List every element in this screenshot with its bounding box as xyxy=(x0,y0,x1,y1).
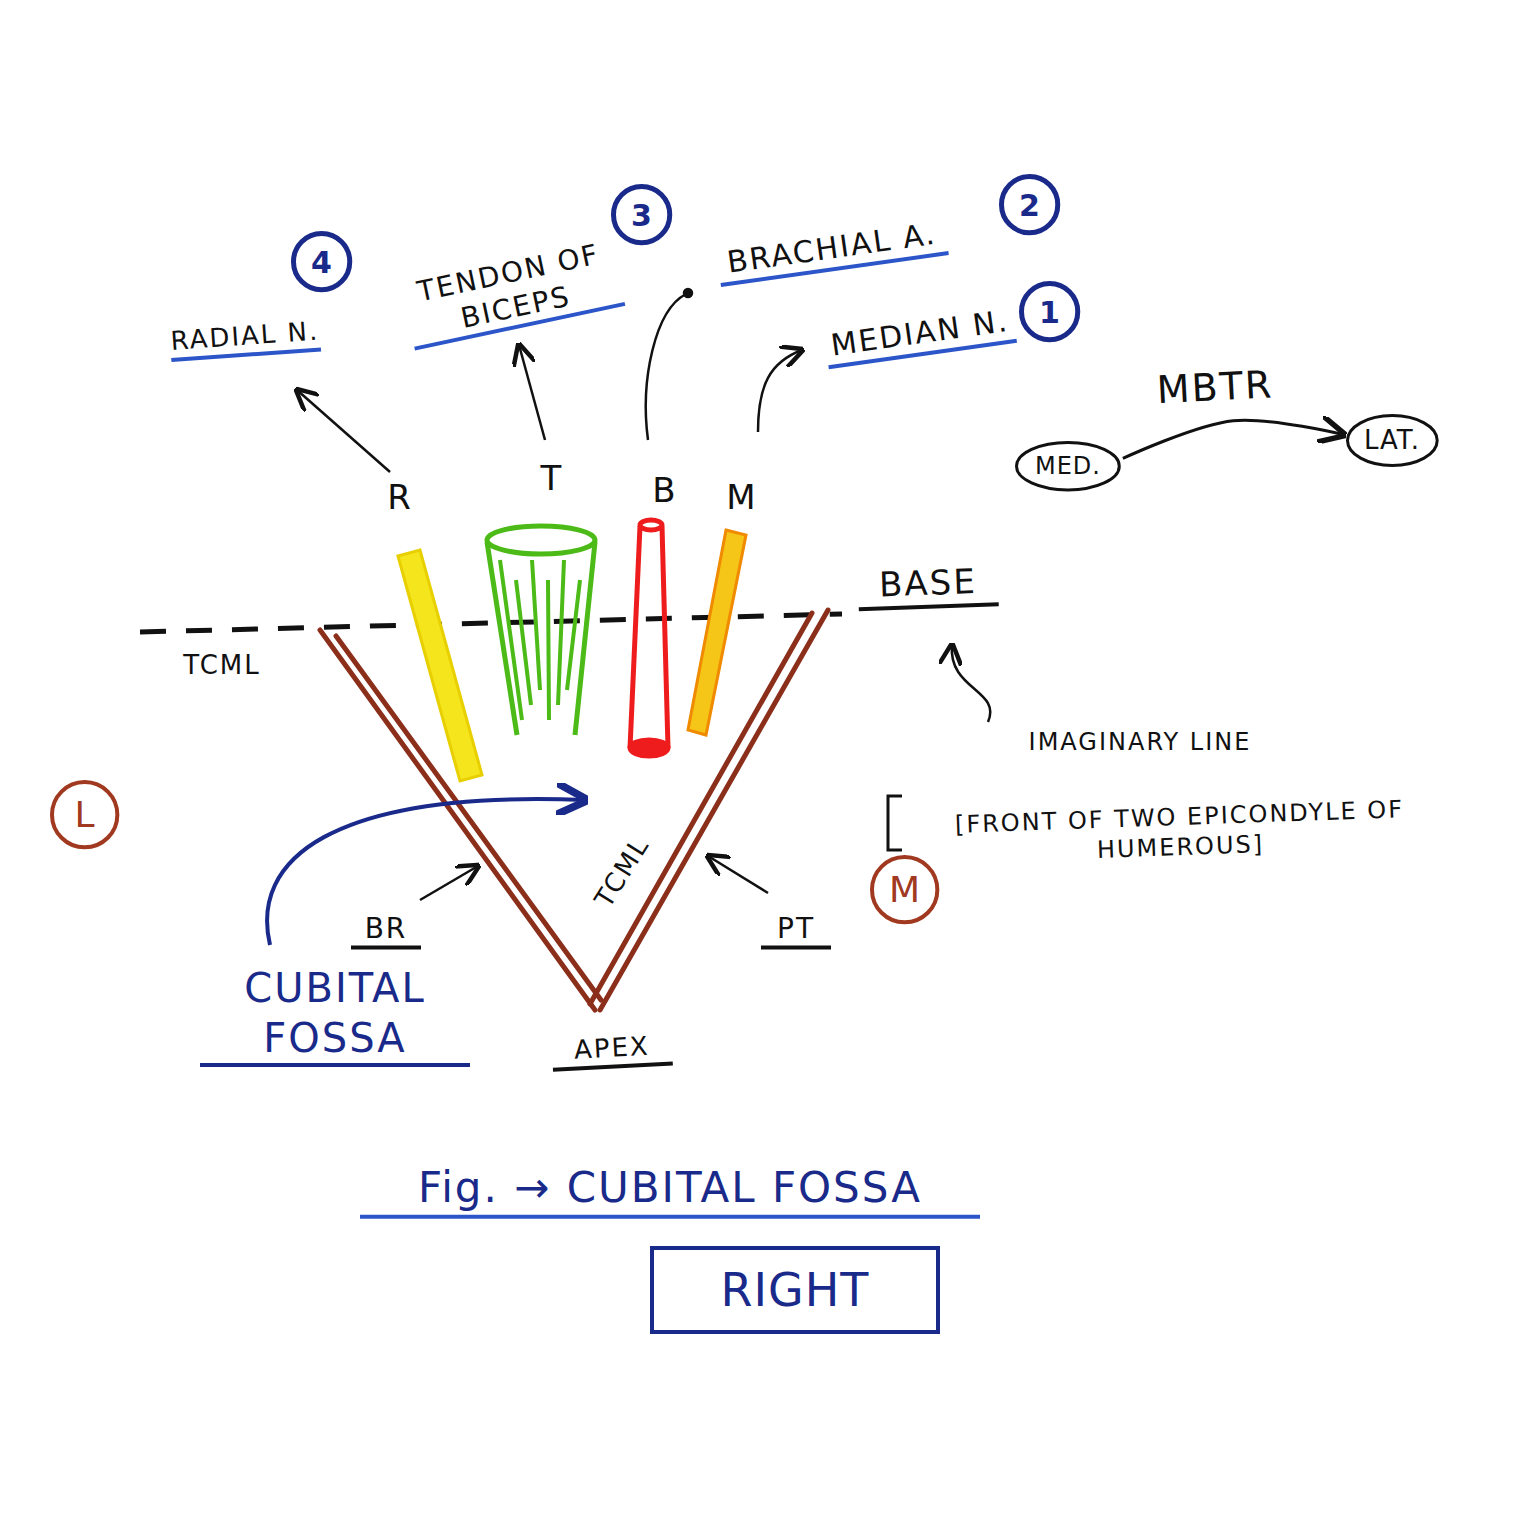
figure-caption: Fig. → CUBITAL FOSSA xyxy=(360,1162,980,1219)
circle-outline xyxy=(872,857,937,922)
circle-outline xyxy=(1022,284,1078,340)
muscle-label: BR xyxy=(351,911,421,950)
apex-label: APEX xyxy=(551,1029,673,1072)
region-title: CUBITAL FOSSA xyxy=(200,963,470,1067)
side-arrow xyxy=(1123,420,1344,458)
note-label: [FRONT OF TWO EPICONDYLE OF HUMEROUS] xyxy=(899,792,1461,872)
node-text: 2 xyxy=(1019,188,1041,223)
node-text: 3 xyxy=(631,198,653,233)
node-text: M xyxy=(889,869,921,910)
median-nerve xyxy=(688,530,746,735)
letter-label: B xyxy=(645,469,685,512)
circle-outline xyxy=(1347,415,1437,465)
circle-outline xyxy=(614,187,670,243)
node-text: 1 xyxy=(1039,295,1061,330)
base-label: BASE xyxy=(857,559,999,610)
node-text: RIGHT xyxy=(721,1263,870,1317)
muscle-label: PT xyxy=(761,911,831,950)
side-circle: L xyxy=(50,780,119,849)
pointer-arrow xyxy=(267,799,585,945)
node-text: L xyxy=(74,794,95,835)
circle-outline xyxy=(1017,442,1120,489)
biceps-tendon xyxy=(487,526,595,735)
brachial-artery xyxy=(630,520,668,756)
side-oval: MED. xyxy=(1015,441,1121,491)
part-label: MEDIAN N. xyxy=(823,301,1017,369)
node-text: MED. xyxy=(1035,452,1101,480)
letter-label: R xyxy=(380,476,420,519)
circle-outline xyxy=(1002,177,1058,233)
side-circle: M xyxy=(870,855,939,924)
side-oval: LAT. xyxy=(1346,414,1439,467)
callout-number: 4 xyxy=(291,231,352,292)
part-label: TENDON OF BICEPS xyxy=(399,233,625,350)
callout-number: 1 xyxy=(1019,281,1080,342)
part-label: BRACHIAL A. xyxy=(715,213,949,286)
node-text: LAT. xyxy=(1364,425,1420,455)
radial-nerve xyxy=(398,550,482,781)
circle-outline xyxy=(52,782,117,847)
bracket xyxy=(888,796,902,850)
mnemonic-label: MBTR xyxy=(1134,360,1296,416)
letter-label: M xyxy=(722,476,762,519)
base-line xyxy=(140,614,842,632)
node-text: 4 xyxy=(311,245,333,280)
circle-outline xyxy=(294,234,350,290)
box-outline xyxy=(652,1248,938,1332)
callout-number: 2 xyxy=(999,174,1060,235)
note-label: IMAGINARY LINE xyxy=(995,727,1285,757)
side-box: RIGHT xyxy=(650,1246,940,1334)
part-label: RADIAL N. xyxy=(169,315,321,362)
letter-label: T xyxy=(532,457,572,500)
callout-number: 3 xyxy=(611,184,672,245)
line-label: TCML xyxy=(162,649,282,682)
